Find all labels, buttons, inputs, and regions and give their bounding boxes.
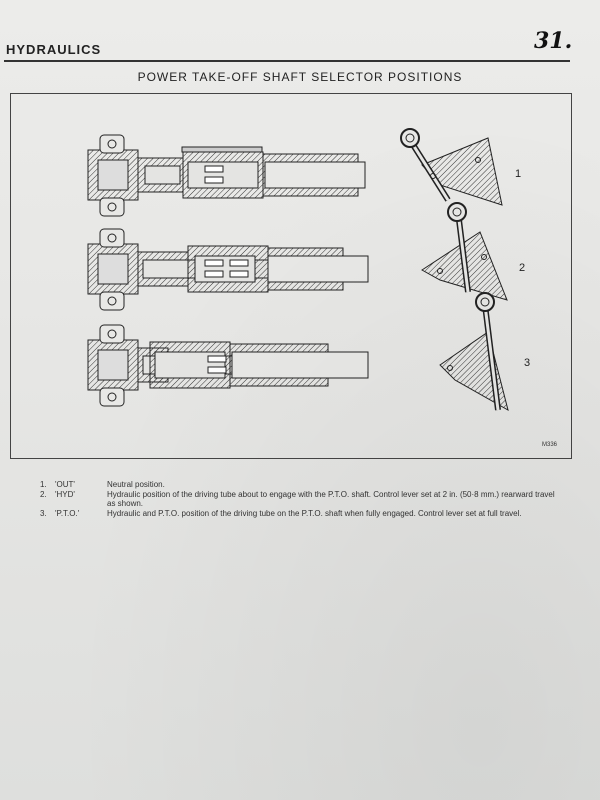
caption-number: 2. bbox=[40, 490, 47, 499]
position-label-3: 3 bbox=[524, 357, 531, 369]
caption-item: 2. 'HYD' Hydraulic position of the drivi… bbox=[40, 490, 560, 508]
caption-number: 1. bbox=[40, 480, 47, 489]
figure-title: POWER TAKE-OFF SHAFT SELECTOR POSITIONS bbox=[137, 70, 463, 84]
position-label-1: 1 bbox=[515, 168, 522, 180]
header-rule bbox=[4, 60, 570, 62]
position-label-2: 2 bbox=[519, 262, 526, 274]
caption-list: 1. 'OUT' Neutral position. 2. 'HYD' Hydr… bbox=[40, 480, 560, 519]
control-lever-hyd bbox=[421, 202, 508, 301]
caption-code: 'HYD' bbox=[55, 490, 75, 499]
page-number: 31. bbox=[534, 28, 573, 54]
shaft-assembly-pto bbox=[87, 324, 369, 407]
section-header: HYDRAULICS bbox=[6, 42, 102, 57]
caption-text: Neutral position. bbox=[107, 480, 165, 489]
caption-text: Hydraulic position of the driving tube a… bbox=[107, 490, 555, 508]
caption-code: 'P.T.O.' bbox=[55, 509, 80, 518]
figure-frame bbox=[10, 93, 572, 459]
caption-code: 'OUT' bbox=[55, 480, 75, 489]
caption-text: Hydraulic and P.T.O. position of the dri… bbox=[107, 509, 522, 518]
caption-item: 1. 'OUT' Neutral position. bbox=[40, 480, 560, 489]
caption-item: 3. 'P.T.O.' Hydraulic and P.T.O. positio… bbox=[40, 509, 560, 518]
control-lever-out bbox=[400, 128, 503, 206]
shaft-assembly-hyd bbox=[87, 228, 369, 311]
control-lever-pto bbox=[439, 292, 509, 412]
caption-number: 3. bbox=[40, 509, 47, 518]
figure-code: M336 bbox=[542, 442, 558, 448]
shaft-assembly-out bbox=[87, 134, 366, 217]
